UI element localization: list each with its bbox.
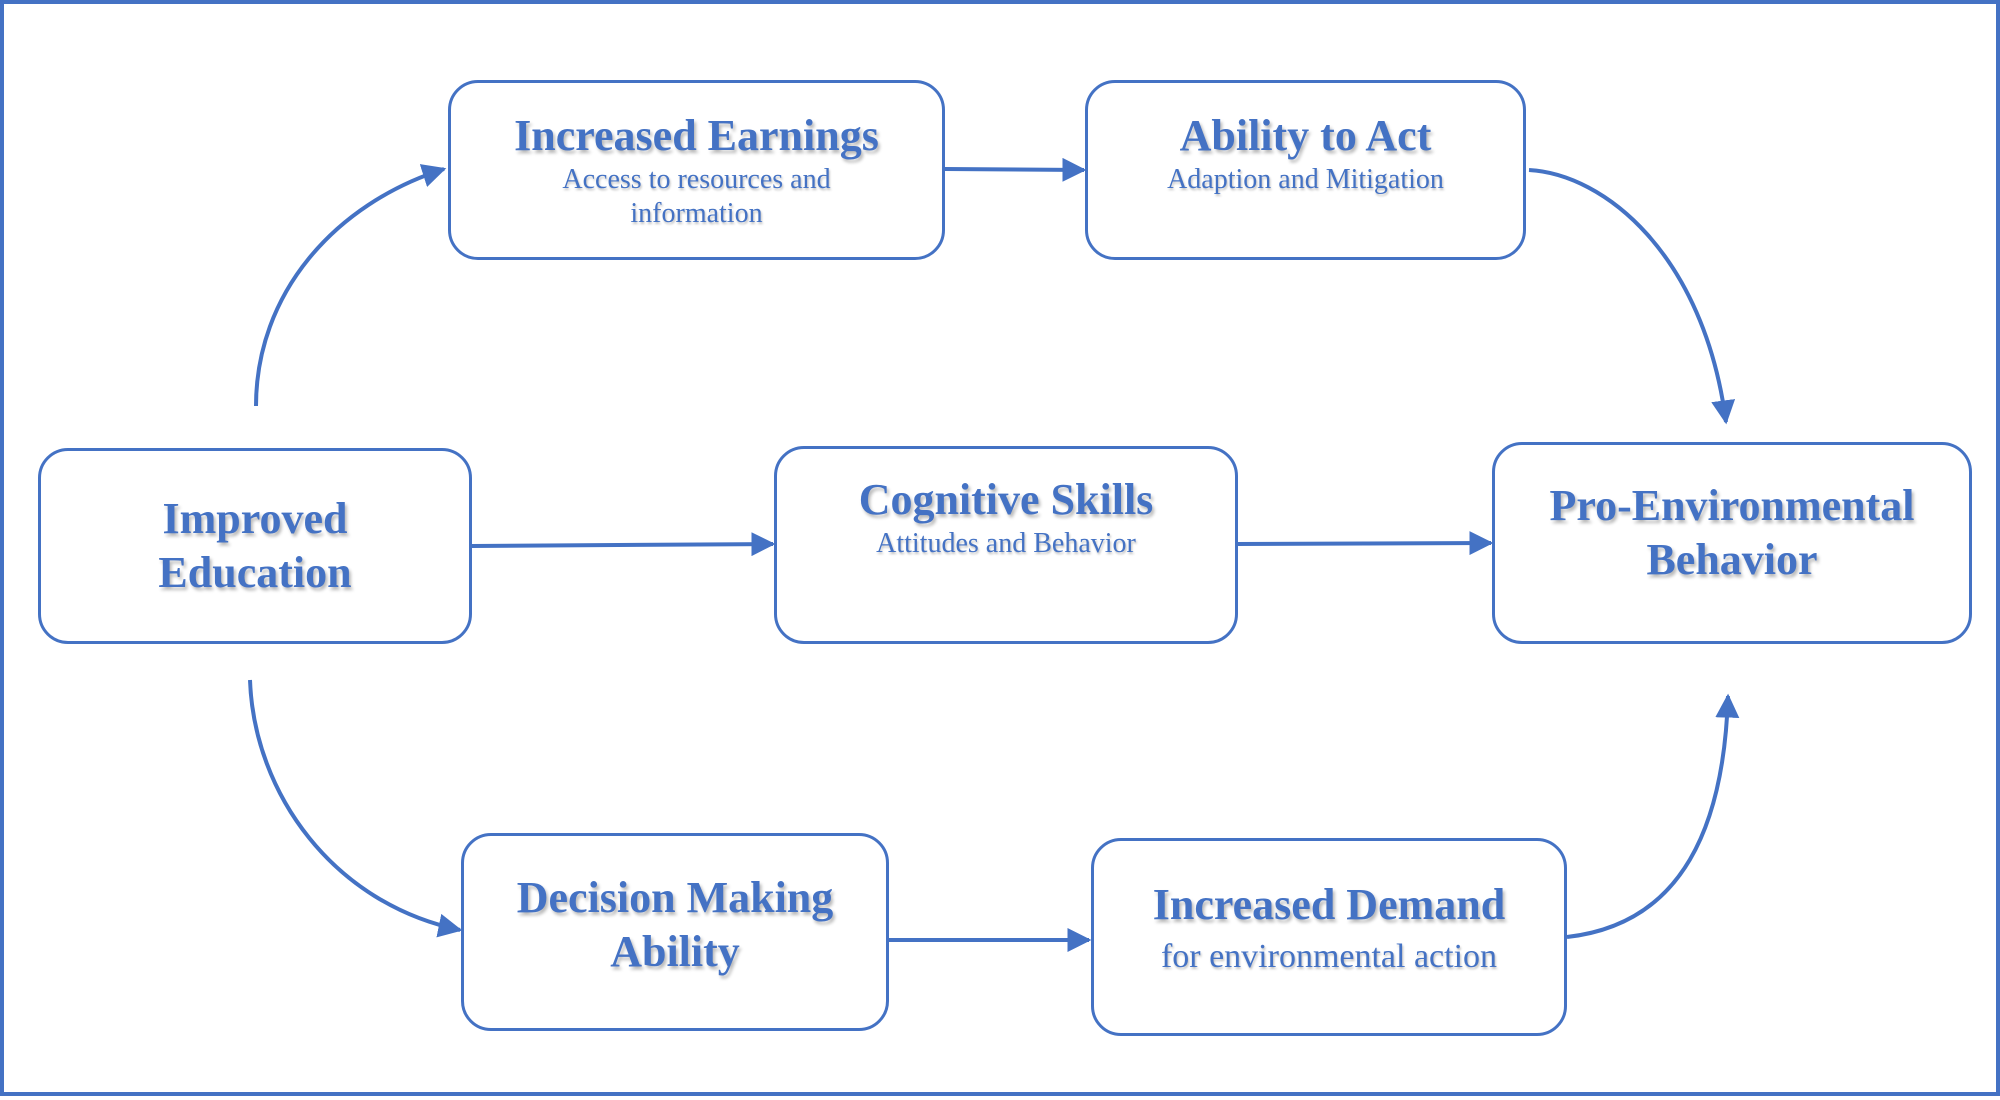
node-increased-earnings: Increased Earnings Access to resources a… (448, 80, 945, 260)
node-cognitive-skills: Cognitive Skills Attitudes and Behavior (774, 446, 1238, 644)
node-improved-education: Improved Education (38, 448, 472, 644)
arrow-earnings-to-ability (944, 157, 1087, 182)
node-decision-making-title: Decision Making Ability (516, 873, 834, 976)
arrow-demand-to-proenv (1566, 693, 1740, 939)
node-ability-to-act-subtitle: Adaption and Mitigation (1167, 164, 1444, 195)
node-increased-demand-subtitle: for environmental action (1160, 938, 1498, 975)
node-improved-education-title: Improved Education (158, 494, 352, 597)
connector-layer (248, 157, 1740, 952)
node-pro-environmental-behavior: Pro-Environmental Behavior (1492, 442, 1972, 644)
node-increased-demand-title: Increased Demand (1152, 880, 1506, 929)
arrow-education-to-cognitive (471, 532, 776, 557)
node-increased-earnings-title: Increased Earnings (514, 111, 879, 160)
node-decision-making-ability: Decision Making Ability (461, 833, 889, 1031)
node-cognitive-skills-title: Cognitive Skills (858, 475, 1154, 524)
node-ability-to-act: Ability to Act Adaption and Mitigation (1085, 80, 1526, 260)
node-pro-environmental-title: Pro-Environmental Behavior (1549, 481, 1915, 584)
arrow-ability-to-proenv (1528, 168, 1736, 425)
node-cognitive-skills-subtitle: Attitudes and Behavior (876, 528, 1136, 559)
arrow-education-to-earnings (254, 164, 447, 407)
node-increased-demand: Increased Demand for environmental actio… (1091, 838, 1567, 1036)
arrow-education-to-decision (248, 679, 463, 938)
node-ability-to-act-title: Ability to Act (1179, 111, 1432, 160)
arrow-cognitive-to-proenv (1236, 531, 1494, 556)
node-increased-earnings-subtitle: Access to resources and information (562, 164, 831, 229)
